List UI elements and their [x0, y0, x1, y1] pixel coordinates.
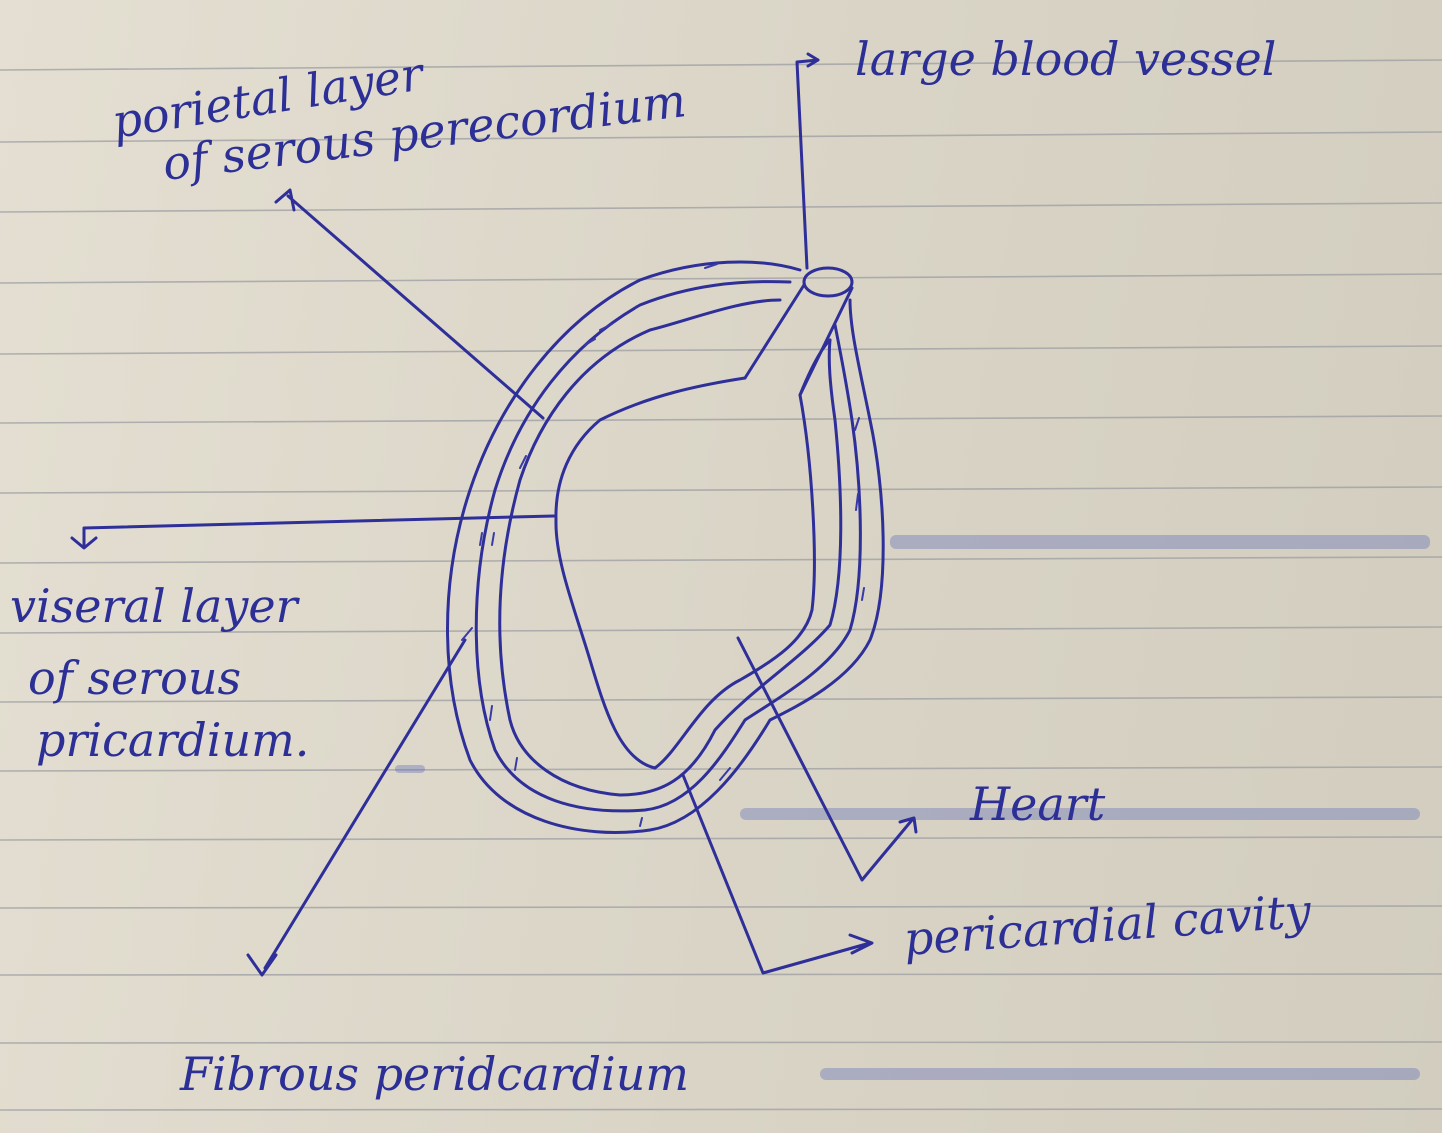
visceral-layer-outline — [500, 300, 841, 795]
label-fibrous-pericardium: Fibrous peridcardium — [179, 1047, 689, 1101]
parietal-layer-outline — [476, 282, 860, 811]
blood-vessel-opening — [804, 268, 852, 296]
fibrous-pericardium-outline — [448, 262, 884, 832]
ink-bleed-through — [395, 535, 1430, 1080]
label-large-blood-vessel: large blood vessel — [855, 32, 1276, 86]
label-visceral-line3: pricardium. — [36, 713, 309, 767]
heart-outline — [556, 340, 830, 768]
label-visceral-line1: viseral layer — [10, 579, 301, 633]
label-visceral-line2: of serous — [28, 651, 241, 705]
label-heart: Heart — [969, 777, 1106, 831]
leader-lines — [72, 54, 916, 975]
label-pericardial-cavity: pericardial cavity — [902, 884, 1314, 966]
layer-hatching — [462, 264, 864, 826]
